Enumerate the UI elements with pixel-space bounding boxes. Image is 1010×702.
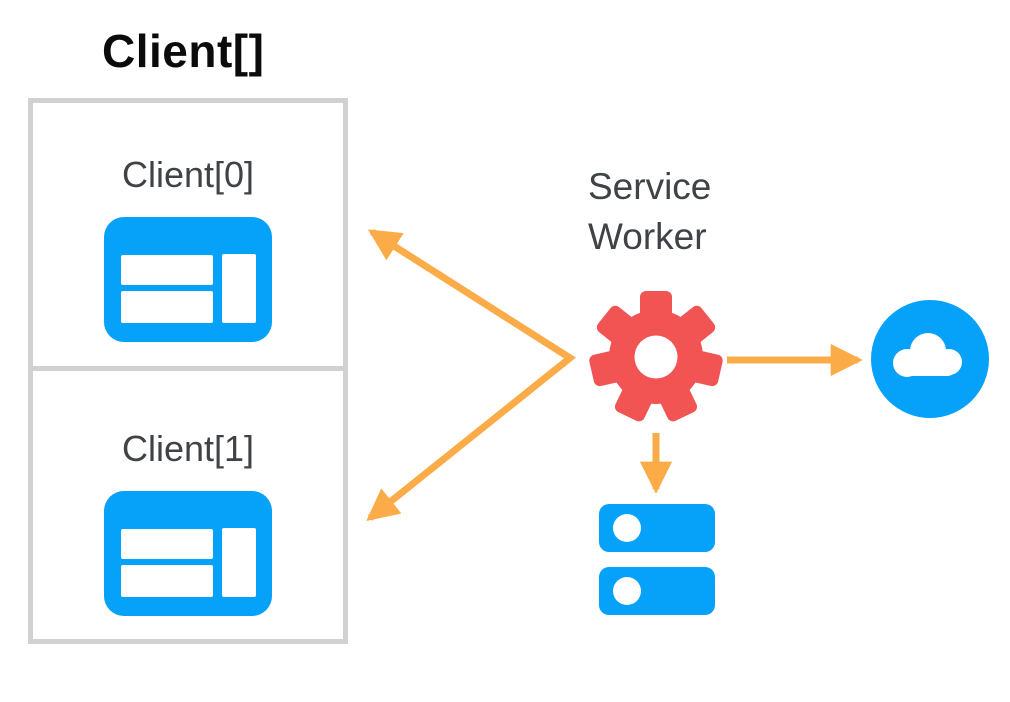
client-stack: Client[0] Client[1] — [28, 98, 348, 644]
service-worker-label: Service Worker — [588, 166, 712, 257]
clients-group-title: Client[] — [102, 25, 265, 77]
cloud-icon — [871, 300, 989, 418]
browser-content-bar — [121, 565, 213, 597]
browser-sidebar-bar — [222, 254, 256, 323]
server-disk — [599, 504, 715, 552]
client-1-box: Client[1] — [28, 366, 348, 644]
browser-content-bar — [121, 255, 213, 285]
browser-window-icon — [104, 217, 272, 342]
browser-content-bar — [121, 291, 213, 323]
server-disk — [599, 567, 715, 615]
server-disk-light — [613, 514, 641, 542]
client-0-box: Client[0] — [28, 98, 348, 371]
client-0-label: Client[0] — [121, 154, 255, 195]
gear-icon — [589, 291, 723, 422]
browser-content-bar — [121, 529, 213, 559]
browser-window-icon — [104, 491, 272, 616]
arrow-service-worker-to-clients — [366, 229, 577, 522]
client-1-label: Client[1] — [121, 428, 255, 469]
browser-sidebar-bar — [222, 528, 256, 597]
server-stack-icon — [599, 504, 715, 615]
server-disk-light — [613, 577, 641, 605]
